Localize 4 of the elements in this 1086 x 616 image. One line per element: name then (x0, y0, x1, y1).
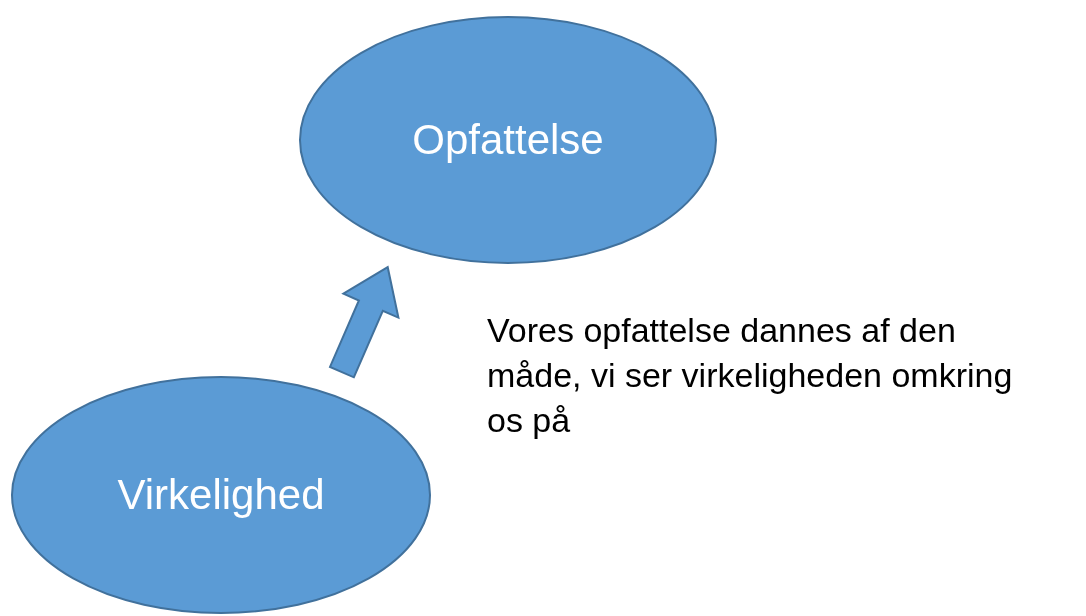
node-label: Virkelighed (117, 471, 325, 519)
block-arrow (328, 265, 400, 379)
node-label: Opfattelse (412, 116, 604, 164)
note-text: Vores opfattelse dannes af den måde, vi ser virkeligheden omkring os på (487, 310, 1014, 441)
